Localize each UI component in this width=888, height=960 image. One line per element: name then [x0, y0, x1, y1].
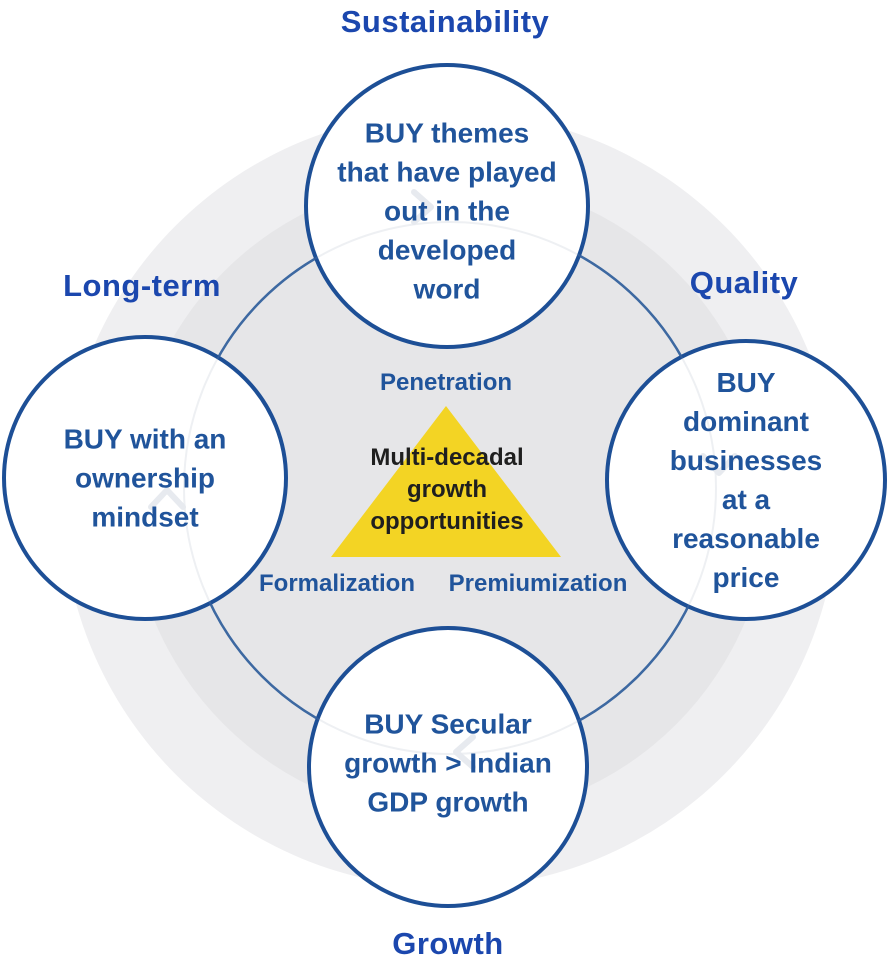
- pillar-circle-growth: [307, 626, 589, 908]
- driver-penetration: Penetration: [379, 369, 513, 396]
- driver-premiumization: Premiumization: [448, 570, 628, 597]
- label-sustainability: Sustainability: [340, 4, 550, 39]
- label-quality: Quality: [689, 265, 799, 300]
- circle-text-long-term: BUY with an ownership mindset: [63, 423, 227, 533]
- pillar-circle-sustainability: [304, 63, 590, 349]
- label-growth: Growth: [392, 926, 504, 960]
- circle-text-sustainability: BUY themes that have played out in the d…: [337, 117, 557, 305]
- driver-formalization: Formalization: [258, 570, 416, 597]
- pillar-circle-long-term: [2, 335, 288, 621]
- circle-text-quality: BUY dominant businesses at a reasonable …: [669, 367, 823, 593]
- triangle-label: Multi-decadal growth opportunities: [370, 444, 524, 535]
- pillar-circle-quality: [605, 339, 887, 621]
- growth-triangle: [331, 406, 561, 557]
- label-long-term: Long-term: [63, 268, 221, 303]
- circle-text-growth: BUY Secular growth > Indian GDP growth: [344, 708, 552, 818]
